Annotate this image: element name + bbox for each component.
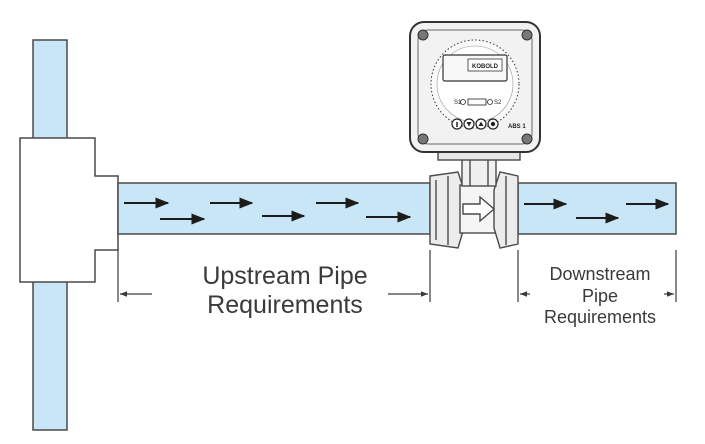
downstream-requirements-label: Downstream Pipe Requirements <box>520 264 680 329</box>
upstream-label-line-1: Upstream Pipe <box>202 262 368 290</box>
body-flow-arrow-icon <box>462 195 496 223</box>
tee-fitting <box>19 137 119 283</box>
downstream-label-line-3: Requirements <box>543 307 657 328</box>
screw-icon <box>417 133 429 145</box>
right-indicator: S2 <box>494 100 502 106</box>
display-housing: KOBOLD S1 S2 ABS 1 <box>409 21 541 153</box>
upstream-label-line-2: Requirements <box>207 290 363 319</box>
left-indicator: S1 <box>454 100 462 106</box>
meter-buttons <box>451 118 499 130</box>
downstream-label-line-1: Downstream <box>549 264 651 284</box>
brand-text: KOBOLD <box>472 64 499 70</box>
left-union-nut <box>429 171 465 249</box>
upstream-pipe <box>117 182 431 235</box>
upstream-requirements-label: Upstream Pipe Requirements <box>150 262 420 320</box>
model-text: ABS 1 <box>508 124 526 130</box>
screw-icon <box>521 29 533 41</box>
dimension-lines <box>117 250 677 302</box>
downstream-label-line-2: Pipe <box>581 285 619 306</box>
downstream-pipe <box>517 182 677 235</box>
flow-arrows <box>124 197 670 225</box>
brand-logo <box>467 58 503 72</box>
meter-body <box>429 149 521 249</box>
screw-icon <box>417 29 429 41</box>
screw-icon <box>521 133 533 145</box>
